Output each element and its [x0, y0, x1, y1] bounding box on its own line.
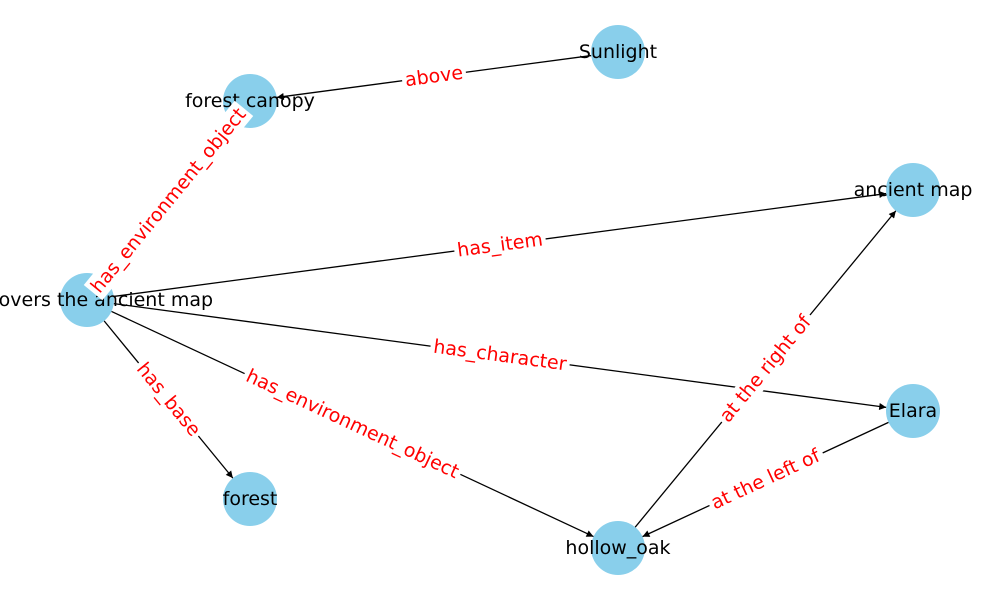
edge-label: has_environment_object	[243, 365, 463, 483]
edge-label-background	[400, 60, 468, 93]
edge-label-group: has_base	[129, 355, 208, 444]
edge-label: at the left of	[708, 444, 825, 514]
edge-label: at the right of	[715, 310, 816, 426]
edge-label-background	[712, 307, 820, 430]
node-circle	[886, 163, 940, 217]
node-circle	[591, 25, 645, 79]
edge-label-background	[83, 100, 254, 301]
edge-label-group: has_environment_object	[239, 362, 466, 486]
node-elara: Elara	[886, 384, 940, 438]
edge-label-group: has_item	[452, 227, 548, 263]
edge-label-background	[452, 227, 548, 263]
edge-label: has_base	[132, 358, 205, 440]
node-map: ancient map	[854, 163, 973, 217]
edge-label-group: has_character	[428, 334, 572, 377]
node-circle	[223, 472, 277, 526]
node-label: discovers the ancient map	[0, 289, 213, 311]
edge-label: has_environment_object	[86, 104, 250, 298]
edge-label-group: at the left of	[704, 442, 828, 517]
node-circle	[886, 384, 940, 438]
edge-label-background	[129, 355, 208, 444]
node-label: forest	[223, 488, 278, 510]
edge-label-background	[428, 334, 572, 377]
edge-label-group: has_environment_object	[83, 100, 254, 301]
edge-label: above	[404, 62, 465, 91]
node-canopy: forest canopy	[185, 74, 315, 128]
edge-label-background	[704, 442, 828, 517]
edge-label: has_character	[432, 336, 568, 376]
node-layer: discovers the ancient map Sunlight forest …	[0, 25, 972, 575]
node-label: ancient map	[854, 179, 973, 201]
node-label: Elara	[889, 400, 937, 422]
edge-label-group: at the right of	[712, 307, 820, 430]
edge-label-background	[239, 362, 466, 486]
node-oak: hollow_oak	[565, 521, 671, 575]
node-label: forest canopy	[185, 90, 315, 112]
node-label: Sunlight	[579, 41, 657, 63]
node-circle	[591, 521, 645, 575]
node-label: hollow_oak	[565, 537, 670, 559]
edge-label-group: above	[400, 60, 468, 93]
node-forest: forest	[223, 472, 278, 526]
node-sunlight: Sunlight	[579, 25, 657, 79]
